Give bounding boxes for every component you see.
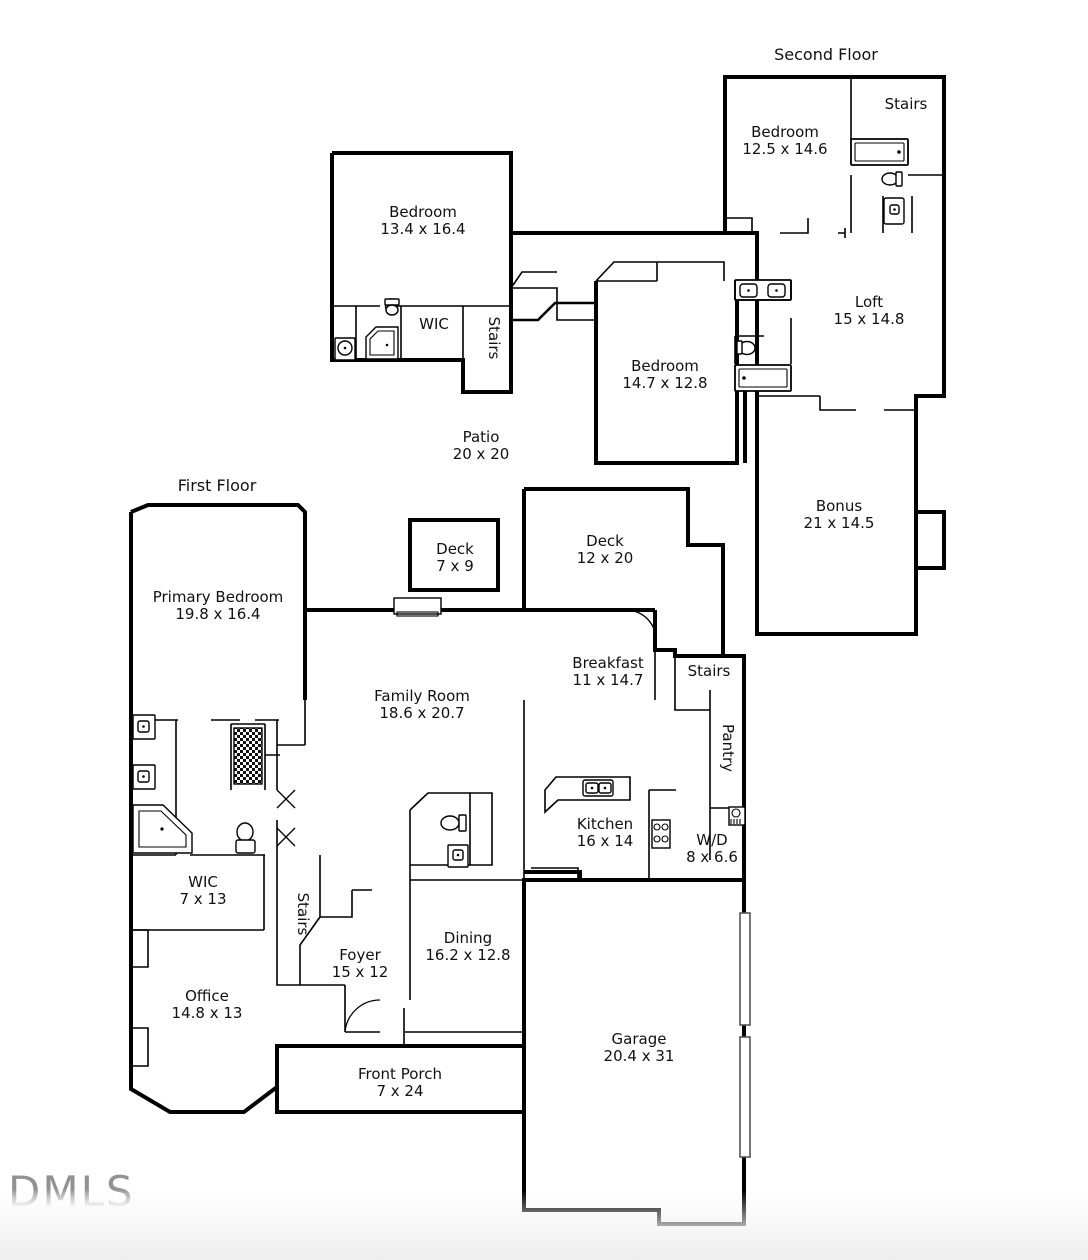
stairs-foyer-box-b — [319, 855, 372, 918]
second-floor-title: Second Floor — [774, 45, 878, 64]
room-label-foyer-dim: 15 x 12 — [332, 963, 389, 981]
water-heater-icon — [728, 806, 746, 826]
room-label-dining-name: Dining — [444, 929, 492, 947]
room-label-family-room-dim: 18.6 x 20.7 — [379, 704, 464, 722]
room-label-breakfast-dim: 11 x 14.7 — [573, 671, 644, 689]
room-label-patio-dim: 20 x 20 — [453, 445, 510, 463]
room-label-bedroom-4-dim: 14.7 x 12.8 — [622, 374, 707, 392]
office-window-2 — [131, 1027, 149, 1067]
dining-left-wall — [409, 810, 524, 881]
range-icon — [651, 819, 671, 849]
room-label-bedroom-2-dim: 12.5 x 14.6 — [742, 140, 827, 158]
room-label-stairs-foyer: Stairs — [294, 893, 312, 936]
room-label-bonus-name: Bonus — [816, 497, 862, 515]
room-label-stairs-first: Stairs — [688, 662, 731, 680]
room-label-loft-name: Loft — [855, 293, 883, 311]
room-label-loft-dim: 15 x 14.8 — [834, 310, 905, 328]
room-label-bedroom-3-name: Bedroom — [389, 203, 457, 221]
garage-door-1 — [739, 912, 751, 1026]
room-label-wic-first-dim: 7 x 13 — [179, 890, 226, 908]
first-floor-group — [129, 487, 751, 1226]
room-label-stairs-upper-right: Stairs — [885, 95, 928, 113]
room-label-bedroom-3-dim: 13.4 x 16.4 — [380, 220, 465, 238]
front-door-arc — [344, 999, 381, 1033]
bedroom4-angled-wall — [595, 261, 725, 282]
room-label-bedroom-2-name: Bedroom — [751, 123, 819, 141]
first-floor-title: First Floor — [178, 476, 257, 495]
stairs-angle — [299, 916, 321, 985]
stairs-foyer-box-a — [276, 855, 345, 986]
room-label-garage-name: Garage — [612, 1030, 667, 1048]
mls-watermark: DMLS — [8, 1167, 135, 1216]
deck-door-arc — [625, 609, 657, 649]
room-label-front-porch-name: Front Porch — [358, 1065, 442, 1083]
bathroom-upper-left-fixtures — [334, 298, 400, 361]
wic-bottom-wall — [131, 855, 265, 931]
room-label-kitchen-name: Kitchen — [577, 815, 633, 833]
bonus-right-notch — [916, 510, 946, 570]
office-window-1 — [131, 929, 149, 968]
room-label-garage-dim: 20.4 x 31 — [604, 1047, 675, 1065]
room-label-deck-large-name: Deck — [586, 532, 624, 550]
family-room-left-stub — [277, 700, 306, 746]
bathroom-upper-mid-fixtures — [734, 279, 792, 392]
room-label-pantry: Pantry — [719, 724, 737, 772]
second-floor-group — [330, 75, 946, 636]
stairs-upper-left-box — [462, 305, 512, 393]
foyer-wall — [344, 985, 380, 1033]
room-label-wic-first-name: WIC — [188, 873, 218, 891]
deck-small-outline — [408, 518, 500, 592]
upper-hall-wall-b — [511, 301, 596, 322]
room-label-wd-name: W/D — [696, 831, 727, 849]
bedroom3-top-outline — [332, 151, 725, 235]
room-label-kitchen-dim: 16 x 14 — [577, 832, 634, 850]
garage-door-2 — [739, 1036, 751, 1158]
loft-bonus-opening — [819, 396, 916, 411]
kitchen-island — [544, 776, 631, 814]
labels-group: Second Floor Bedroom 12.5 x 14.6 Stairs … — [153, 45, 928, 1100]
primary-bedroom-door-step — [393, 597, 442, 617]
room-label-deck-large-dim: 12 x 20 — [577, 549, 634, 567]
kitchen-sink-icon — [582, 779, 614, 797]
room-label-family-room-name: Family Room — [374, 687, 470, 705]
room-label-breakfast-name: Breakfast — [572, 654, 644, 672]
room-label-bonus-dim: 21 x 14.5 — [804, 514, 875, 532]
bedroom2-doorways — [725, 217, 846, 238]
room-label-stairs-upper-left: Stairs — [485, 317, 503, 360]
room-label-deck-small-dim: 7 x 9 — [436, 557, 474, 575]
room-label-dining-dim: 16.2 x 12.8 — [425, 946, 510, 964]
primary-bath-fixtures — [132, 714, 296, 854]
room-label-deck-small-name: Deck — [436, 540, 474, 558]
room-label-primary-bedroom-dim: 19.8 x 16.4 — [175, 605, 260, 623]
upper-hall-angle — [510, 271, 557, 289]
room-label-foyer-name: Foyer — [339, 946, 381, 964]
primary-bedroom-top — [130, 503, 307, 700]
bath-ur-closet — [882, 196, 913, 233]
room-label-wic-upstairs: WIC — [419, 315, 449, 333]
bedroom3-left-outline — [330, 153, 513, 394]
room-label-front-porch-dim: 7 x 24 — [376, 1082, 423, 1100]
powder-room-fixtures — [409, 792, 493, 868]
bathroom-upper-right-fixtures — [850, 138, 909, 225]
room-label-patio-name: Patio — [463, 428, 500, 446]
deck-large-outline — [524, 487, 725, 610]
room-label-bedroom-4-name: Bedroom — [631, 357, 699, 375]
upper-hall-wall-a — [510, 287, 596, 321]
bedroom4-outline — [594, 281, 739, 465]
room-label-primary-bedroom-name: Primary Bedroom — [153, 588, 284, 606]
room-label-office-dim: 14.8 x 13 — [172, 1004, 243, 1022]
stairs-first-box — [674, 656, 710, 711]
kitchen-counter-lower — [531, 867, 579, 880]
room-label-office-name: Office — [185, 987, 229, 1005]
second-floor-right-outline — [723, 75, 946, 636]
room-label-wd-dim: 8 x 6.6 — [686, 848, 738, 866]
